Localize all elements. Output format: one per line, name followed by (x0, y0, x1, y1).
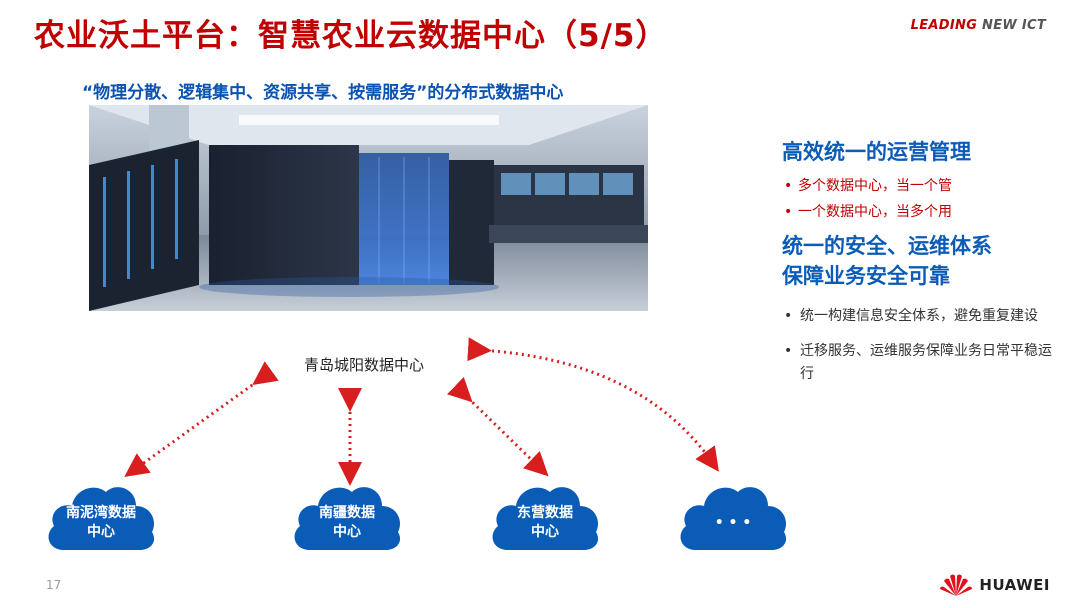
operations-list: • 多个数据中心，当一个管 • 一个数据中心，当多个用 (782, 173, 1062, 225)
cloud-dongying: 东营数据 中心 (488, 478, 602, 554)
cloud-label-line1: 南泥湾数据 (66, 505, 136, 521)
brand-new-ict: NEW ICT (982, 18, 1046, 33)
list-item: • 多个数据中心，当一个管 (782, 173, 1062, 199)
arrow-to-more (467, 337, 719, 472)
brand-leading: LEADING (910, 18, 983, 33)
cloud-more: • • • (676, 478, 790, 554)
arrow-to-nanniwan (124, 361, 279, 478)
list-item-text: 多个数据中心，当一个管 (798, 178, 952, 194)
list-item: • 一个数据中心，当多个用 (782, 199, 1062, 225)
cloud-nanniwan: 南泥湾数据 中心 (44, 478, 158, 554)
cloud-label-line2: 中心 (531, 524, 559, 540)
photo-caption: “物理分散、逻辑集中、资源共享、按需服务”的分布式数据中心 (82, 83, 564, 103)
heading-security: 统一的安全、运维体系 (782, 234, 992, 258)
heading-reliability: 保障业务安全可靠 (782, 264, 950, 288)
huawei-flower-icon (940, 574, 973, 596)
cloud-label-line1: 南疆数据 (319, 505, 375, 521)
cloud-icon (294, 487, 401, 550)
cloud-label-line1: 东营数据 (517, 505, 573, 521)
bullet-icon: • (784, 343, 793, 359)
cloud-nanjiang: 南疆数据 中心 (290, 478, 404, 554)
cloud-icon (48, 487, 155, 550)
cloud-label-line1: • • • (714, 515, 752, 531)
list-item: • 迁移服务、运维服务保障业务日常平稳运行 (782, 340, 1062, 386)
list-item-text: 一个数据中心，当多个用 (798, 204, 952, 220)
huawei-wordmark: HUAWEI (979, 576, 1050, 594)
heading-operations: 高效统一的运营管理 (782, 140, 971, 164)
bullet-icon: • (784, 204, 793, 220)
datacenter-photo (89, 105, 648, 311)
bullet-icon: • (784, 308, 793, 324)
huawei-logo: HUAWEI (939, 572, 1050, 598)
center-datacenter-label: 青岛城阳数据中心 (304, 356, 425, 374)
arrow-to-dongying (447, 377, 549, 477)
list-item-text: 统一构建信息安全体系，避免重复建设 (800, 308, 1038, 324)
cloud-icon (680, 487, 787, 550)
brand-tagline: LEADING NEW ICT (911, 18, 1046, 33)
slide-title: 农业沃土平台：智慧农业云数据中心（5/5） (34, 18, 668, 54)
right-panel: 高效统一的运营管理 • 多个数据中心，当一个管 • 一个数据中心，当多个用 统一的安… (782, 137, 1062, 398)
bullet-icon: • (784, 178, 793, 194)
security-list: • 统一构建信息安全体系，避免重复建设 • 迁移服务、运维服务保障业务日常平稳运行 (782, 305, 1062, 386)
cloud-label-line2: 中心 (87, 524, 115, 540)
list-item: • 统一构建信息安全体系，避免重复建设 (782, 305, 1062, 328)
cloud-icon (492, 487, 599, 550)
list-item-text: 迁移服务、运维服务保障业务日常平稳运行 (800, 343, 1052, 382)
cloud-label-line2: 中心 (333, 524, 361, 540)
page-number: 17 (46, 578, 62, 592)
connection-arrows (124, 337, 719, 486)
